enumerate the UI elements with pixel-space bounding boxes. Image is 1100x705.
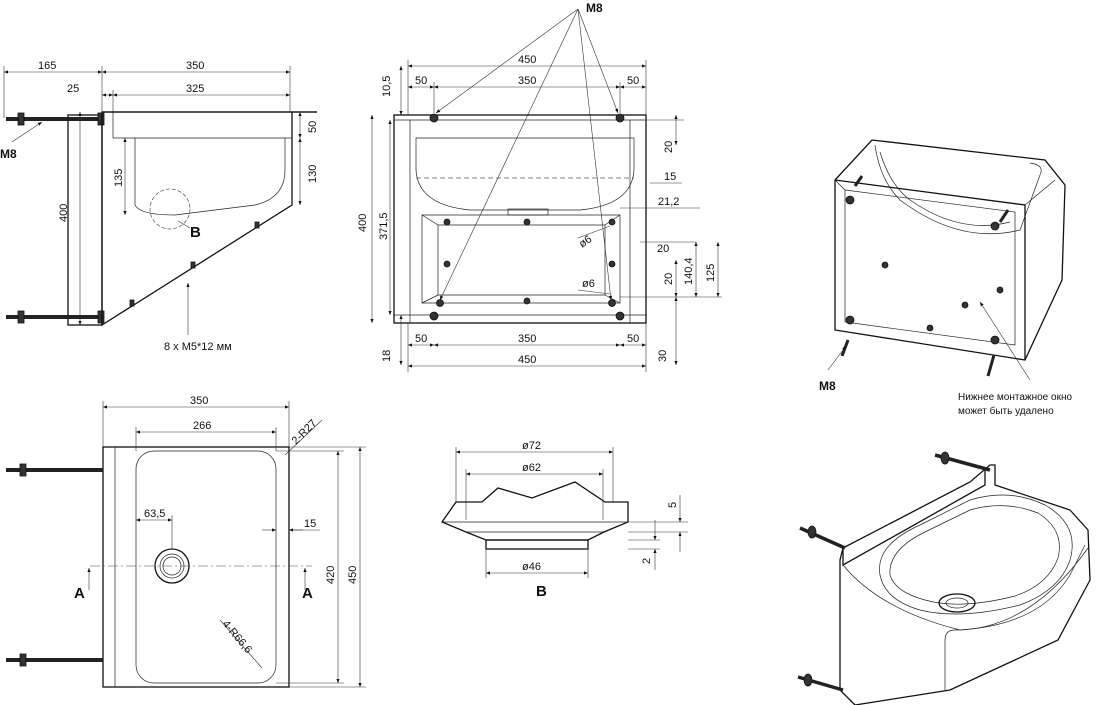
dim-rear-top50r: 50 <box>627 75 639 87</box>
drain-flange <box>441 481 629 541</box>
dim-rear-30: 30 <box>657 350 669 362</box>
section-a-right: A <box>302 585 313 602</box>
rear-view: M8 450 50 350 50 10,5 400 371,5 18 20 15… <box>357 1 722 372</box>
dim-rear-15: 15 <box>664 171 676 183</box>
m8-label-iso: M8 <box>819 379 836 393</box>
dim-rear-20a: 20 <box>663 141 675 153</box>
dim-25: 25 <box>67 83 79 95</box>
dim-top-63-5: 63,5 <box>144 508 165 520</box>
dim-rear-10-5: 10,5 <box>381 76 393 97</box>
dim-50: 50 <box>307 121 319 133</box>
screws-m5 <box>129 221 260 307</box>
iso-front-body <box>839 464 1091 705</box>
rear-bolt-br <box>608 299 616 307</box>
dim-rear-top450: 450 <box>518 54 536 66</box>
dim-top-15: 15 <box>304 518 316 530</box>
dim-drain-5: 5 <box>667 502 679 508</box>
m8-label-side: M8 <box>0 147 17 161</box>
dim-top-r27: 2-R27 <box>290 417 320 447</box>
dim-rear-18: 18 <box>381 350 393 362</box>
drain-detail-label: B <box>536 583 547 600</box>
side-body-outline <box>101 111 293 327</box>
iso-bolt-tr <box>990 221 1000 231</box>
dim-400: 400 <box>58 204 70 222</box>
top-basin <box>135 450 277 684</box>
iso-front-basin <box>879 494 1073 615</box>
dim-rear-bot50l: 50 <box>415 333 427 345</box>
dim-rear-20c: 20 <box>663 273 675 285</box>
rear-bolt-bl <box>436 299 444 307</box>
stud-top-left <box>6 112 105 126</box>
dim-rear-140-4: 140,4 <box>683 257 695 285</box>
iso-bolt-tl <box>845 195 855 205</box>
dim-top-350: 350 <box>190 395 208 407</box>
dim-rear-400: 400 <box>357 214 369 232</box>
detail-b-circle <box>149 188 191 230</box>
dim-phi62: ø62 <box>522 462 541 474</box>
drain-body <box>485 539 589 550</box>
screws-label: 8 x M5*12 мм <box>164 341 232 353</box>
section-a-left: A <box>74 585 85 602</box>
dim-rear-bot450: 450 <box>518 354 536 366</box>
dim-165: 165 <box>38 60 56 72</box>
iso-back-body <box>834 139 1066 361</box>
dim-rear-top350: 350 <box>518 75 536 87</box>
side-wall-plate <box>67 114 103 326</box>
detail-b-label: B <box>190 224 201 241</box>
dim-rear-20b: 20 <box>657 243 669 255</box>
dim-top-420: 420 <box>325 566 337 584</box>
rear-outline <box>393 114 647 324</box>
dim-top-266: 266 <box>193 420 211 432</box>
dim-325: 325 <box>186 83 204 95</box>
m8-label-rear: M8 <box>586 1 603 15</box>
dim-top-r66-6: 4-R66,6 <box>220 618 254 656</box>
dim-top-450: 450 <box>347 566 359 584</box>
drain-detail: ø72 ø62 ø46 5 2 B <box>441 440 688 600</box>
dim-phi72: ø72 <box>522 440 541 452</box>
side-view: 165 350 25 325 50 130 135 400 M8 8 x M5*… <box>0 60 319 353</box>
rear-bolt-tr <box>615 113 625 123</box>
dim-350: 350 <box>186 60 204 72</box>
dim-rear-371-5: 371,5 <box>378 212 390 240</box>
iso-note-line2: может быть удалено <box>958 405 1054 417</box>
dim-130: 130 <box>307 165 319 183</box>
dim-phi46: ø46 <box>522 561 541 573</box>
iso-front-drain <box>938 593 976 613</box>
iso-back-view: M8 Нижнее монтажное окно может быть удал… <box>819 139 1072 417</box>
dim-rear-bot350: 350 <box>518 333 536 345</box>
stud-bottom-left <box>6 310 105 324</box>
dim-rear-125: 125 <box>705 264 717 282</box>
rear-basin <box>415 137 635 211</box>
top-view: 350 266 2-R27 63,5 15 420 450 4-R66,6 A … <box>6 395 366 688</box>
dim-135: 135 <box>113 169 125 187</box>
dim-rear-phi6a: ø6 <box>577 233 594 250</box>
iso-note-line1: Нижнее монтажное окно <box>958 392 1072 403</box>
rear-bolt-tl <box>429 113 439 123</box>
dim-rear-phi6b: ø6 <box>582 278 595 290</box>
dim-rear-21-2: 21,2 <box>658 196 679 208</box>
top-outline <box>102 446 290 688</box>
iso-front-view <box>797 451 1091 705</box>
dim-drain-2: 2 <box>641 558 653 564</box>
dim-rear-top50l: 50 <box>415 75 427 87</box>
dim-rear-bot50r: 50 <box>627 333 639 345</box>
